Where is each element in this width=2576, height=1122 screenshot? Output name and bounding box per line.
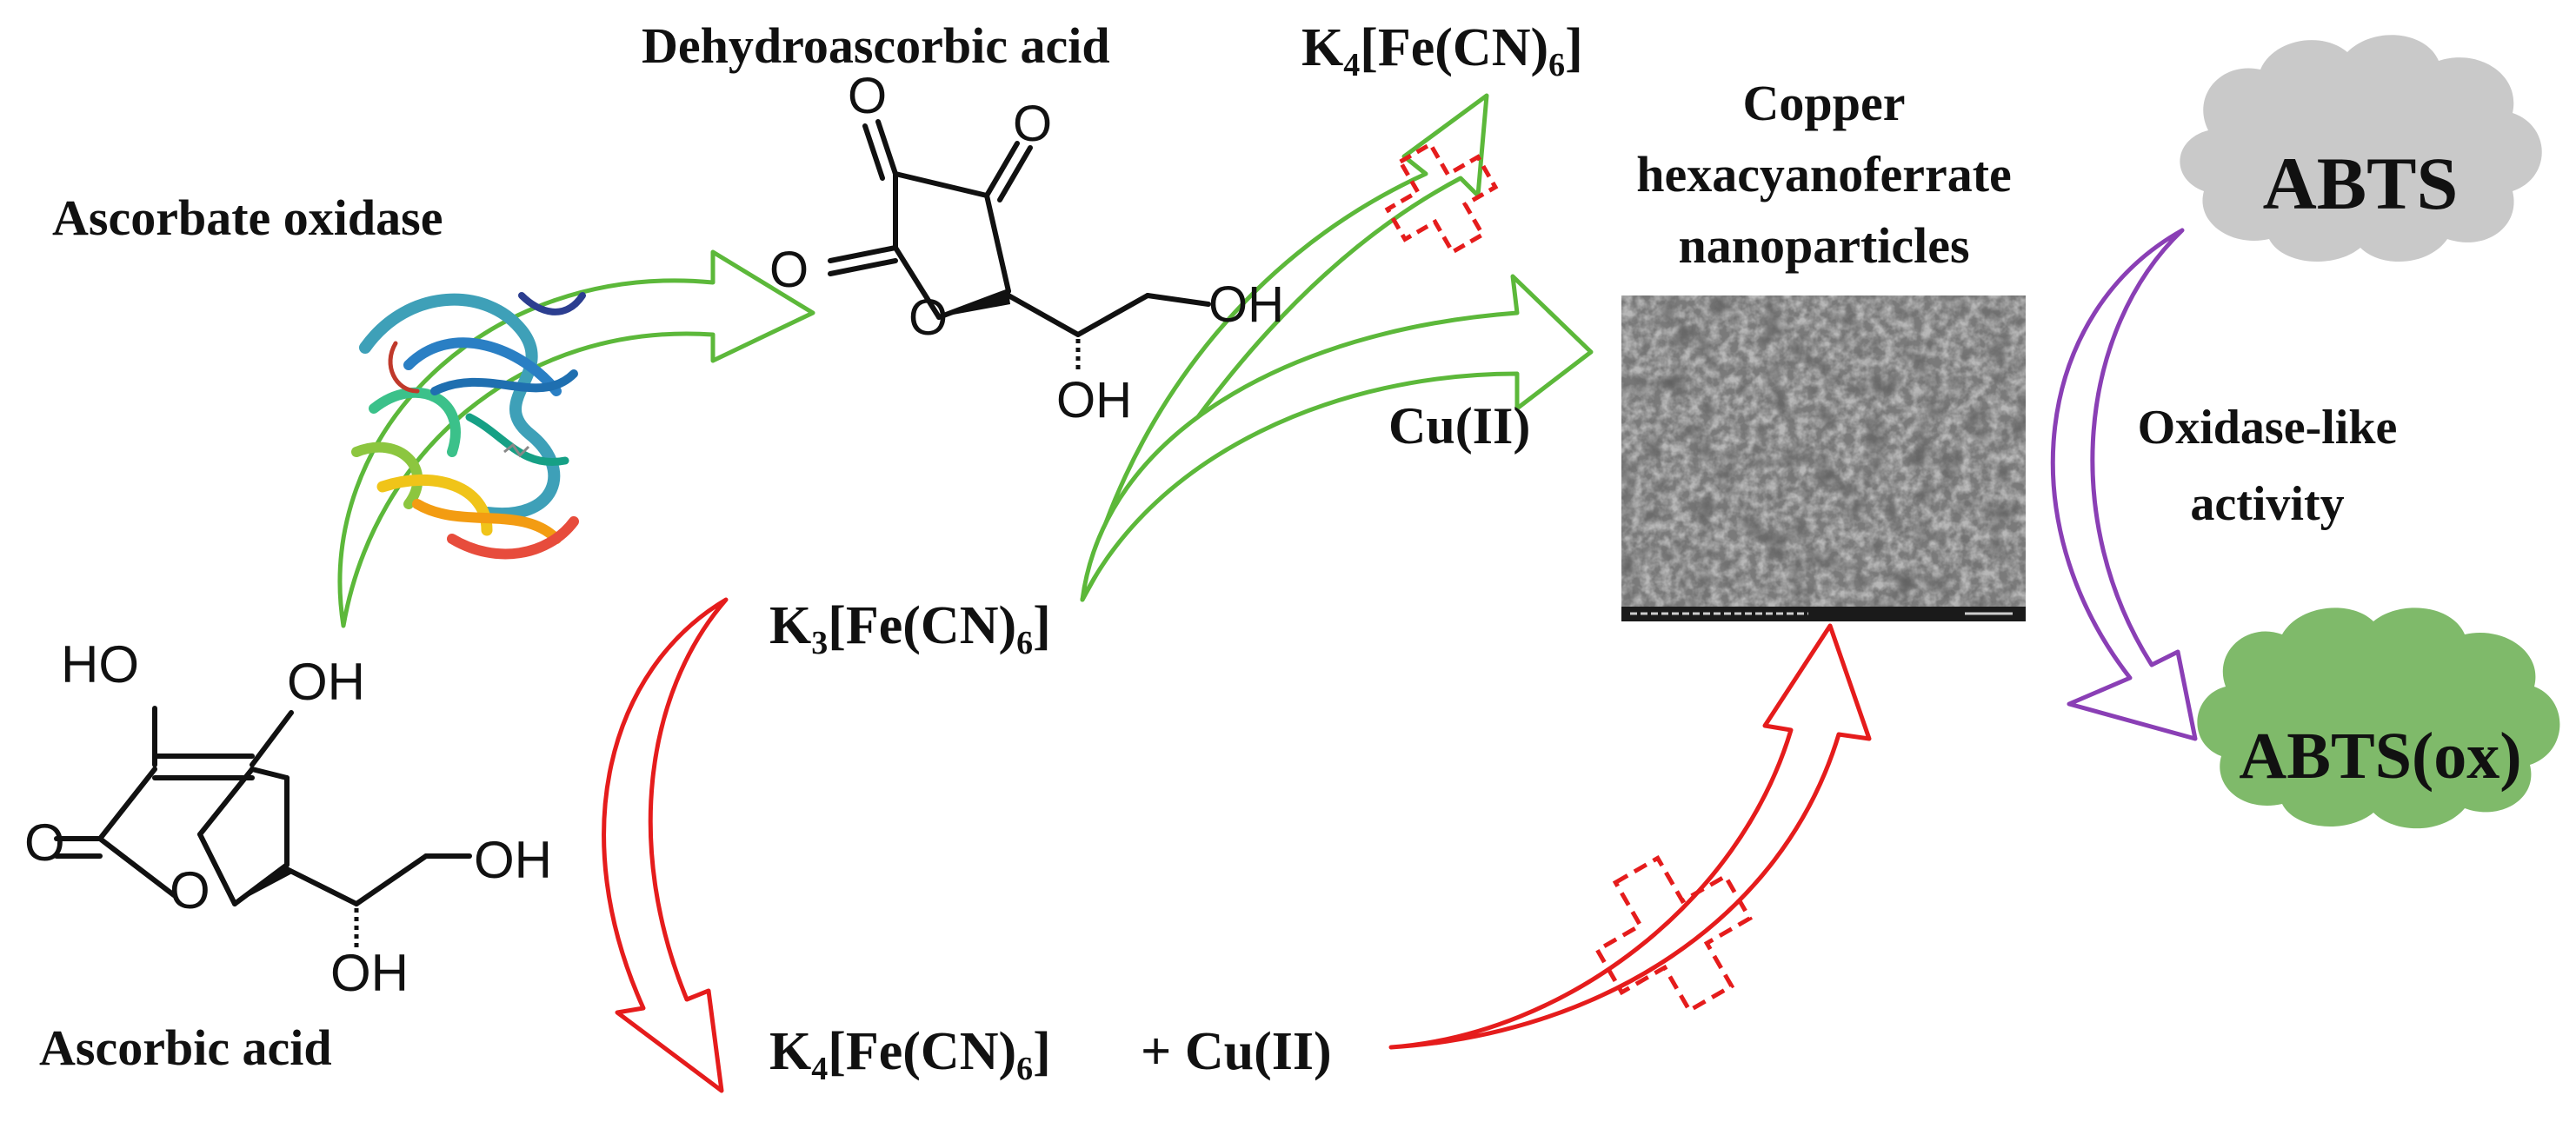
atom-o-carbonyl-2: O xyxy=(769,242,809,298)
label-abts-ox: ABTS(ox) xyxy=(2239,720,2521,793)
arrow-k3-to-nanoparticles xyxy=(1080,274,1594,602)
protein-ribbon-icon xyxy=(351,292,586,560)
label-oxidase-like-line-2: activity xyxy=(2190,477,2344,531)
blocked-cross-bottom xyxy=(1594,854,1754,1014)
label-k4-fe-cn6-top: K4[Fe(CN)6] xyxy=(1301,18,1583,83)
label-ascorbic-acid: Ascorbic acid xyxy=(39,1019,332,1076)
arrow-abts-oxidation xyxy=(2050,228,2198,741)
abts-cloud xyxy=(2180,35,2542,262)
label-nanoparticles-line-2: hexacyanoferrate xyxy=(1636,146,2012,202)
atom-oh-4: OH xyxy=(1208,276,1284,333)
label-nanoparticles-line-1: Copper xyxy=(1743,75,1906,131)
label-ascorbate-oxidase: Ascorbate oxidase xyxy=(52,189,443,246)
atom-o-ring-2: O xyxy=(909,289,948,346)
sem-micrograph-image xyxy=(1621,295,2026,621)
atom-o-carbonyl: O xyxy=(24,813,65,872)
atom-oh-2: OH xyxy=(474,831,552,889)
label-k4-fe-cn6-bottom: K4[Fe(CN)6] xyxy=(769,1022,1051,1087)
atom-o-top-2: O xyxy=(1013,96,1052,152)
label-nanoparticles-line-3: nanoparticles xyxy=(1678,217,1969,274)
arrow-k3-reduction xyxy=(602,597,729,1093)
label-dehydroascorbic-acid: Dehydroascorbic acid xyxy=(642,17,1110,74)
abts-ox-cloud xyxy=(2197,607,2560,829)
dehydroascorbic-acid-structure: O O O O OH OH xyxy=(769,68,1284,428)
atom-o-ring: O xyxy=(170,861,210,920)
atom-oh-1: OH xyxy=(287,653,365,711)
label-oxidase-like-line-1: Oxidase-like xyxy=(2138,401,2398,455)
label-plus-cu-ii: + Cu(II) xyxy=(1141,1022,1332,1081)
label-cu-ii: Cu(II) xyxy=(1388,397,1530,455)
atom-oh-3: OH xyxy=(330,944,409,1002)
atom-ho: HO xyxy=(61,635,139,694)
atom-o-top-1: O xyxy=(848,68,887,124)
atom-oh-5: OH xyxy=(1056,372,1132,428)
ascorbic-acid-structure: HO OH O O OH OH xyxy=(24,635,552,1002)
label-abts: ABTS xyxy=(2263,142,2459,225)
arrow-k4-to-nanoparticles-blocked xyxy=(1388,623,1872,1050)
label-k3-fe-cn6: K3[Fe(CN)6] xyxy=(769,596,1051,661)
